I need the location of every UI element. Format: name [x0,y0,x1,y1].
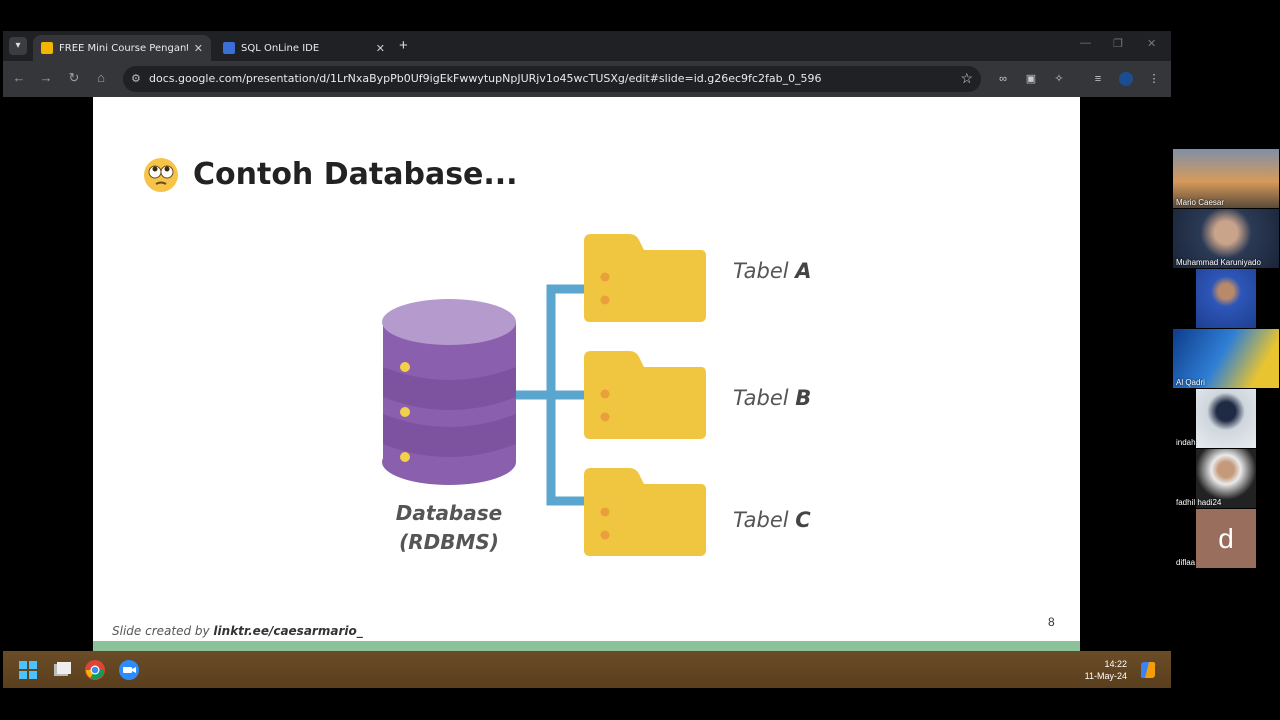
file-explorer-icon[interactable] [51,659,73,681]
table-label-a: Tabel A [733,259,812,283]
participant-tile[interactable]: Al Qadri [1173,329,1279,388]
profile-avatar[interactable] [1119,72,1133,86]
table-label-prefix: Tabel [733,508,796,532]
folder-icon-c [584,468,706,556]
participant-tile[interactable]: Muhammad Karuniyado [1173,209,1279,268]
tab-title: SQL OnLine IDE [241,42,320,54]
footer-prefix: Slide created by [112,624,214,638]
toolbar: ← → ↻ ⌂ ⚙ docs.google.com/presentation/d… [3,61,1171,97]
table-label-c: Tabel C [733,508,811,532]
slide-footer: Slide created by linktr.ee/caesarmario_ [112,624,363,638]
address-bar[interactable]: ⚙ docs.google.com/presentation/d/1LrNxaB… [123,66,981,92]
site-info-icon[interactable]: ⚙ [131,73,141,85]
close-tab-icon[interactable]: ✕ [193,41,203,55]
footer-link[interactable]: linktr.ee/caesarmario_ [213,624,363,638]
participant-video [1173,329,1279,388]
participant-avatar: d [1196,509,1256,568]
media-icon[interactable]: ≡ [1094,73,1102,85]
reload-icon[interactable]: ↻ [68,70,80,85]
participant-tile[interactable]: indah [1173,389,1279,448]
bookmark-star-icon[interactable]: ☆ [960,70,973,86]
participant-name: diflaa [1176,558,1196,567]
folder-icon-a [584,234,706,322]
participant-name: Mario Caesar [1176,198,1225,207]
presentation-slide: Contoh Database... [93,97,1080,651]
table-label-letter: C [795,508,811,532]
database-label-line2: (RDBMS) [399,530,499,554]
face-emoji-icon [144,158,178,192]
windows-taskbar: 14:22 11-May-24 [3,651,1171,688]
database-label-line1: Database [395,501,503,525]
table-label-letter: B [795,386,812,410]
folder-icon-b [584,351,706,439]
sql-icon [223,42,235,54]
puzzle-icon[interactable]: ✧ [1054,73,1064,85]
database-cylinder-icon [382,299,516,485]
participant-name: indah [1176,438,1196,447]
close-window-icon[interactable]: ✕ [1147,38,1157,50]
table-label-letter: A [795,259,812,283]
slide-page-number: 8 [1048,615,1055,629]
close-tab-icon[interactable]: ✕ [375,41,385,55]
forward-icon[interactable]: → [39,70,53,85]
windows-start-icon[interactable] [17,659,39,681]
tab-strip: ▾ FREE Mini Course Pengantar Da ✕ SQL On… [3,31,1171,61]
url-text[interactable]: docs.google.com/presentation/d/1LrNxaByp… [149,72,822,85]
tab-slides[interactable]: FREE Mini Course Pengantar Da ✕ [33,35,211,61]
copilot-icon[interactable] [1137,659,1159,681]
extension-icon[interactable]: ∞ [999,73,1007,85]
connector-lines [514,284,584,506]
participant-tile[interactable]: fadhil hadi24 [1173,449,1279,508]
tab-title: FREE Mini Course Pengantar Da [59,42,188,54]
participant-video [1173,209,1279,268]
slide-title: Contoh Database... [193,157,518,192]
minimize-icon[interactable]: — [1080,37,1091,49]
clock-time: 14:22 [1104,659,1127,669]
new-tab-button[interactable]: + [399,37,408,54]
menu-icon[interactable]: ⋮ [1148,73,1160,85]
tab-search-button[interactable]: ▾ [9,37,27,55]
cast-icon[interactable]: ▣ [1025,73,1037,85]
participant-tile[interactable]: d diflaa [1173,509,1279,568]
system-clock[interactable]: 14:22 11-May-24 [1075,658,1127,682]
restore-icon[interactable]: ❐ [1113,38,1123,50]
database-label: Database (RDBMS) [393,499,505,557]
table-label-b: Tabel B [733,386,811,410]
participant-video [1173,149,1279,208]
participant-tile[interactable] [1173,269,1279,328]
participant-video [1196,449,1256,508]
participant-video [1196,269,1256,328]
zoom-icon[interactable] [118,659,140,681]
database-diagram [382,234,706,556]
participant-name: Muhammad Karuniyado [1176,258,1261,267]
slide-bottom-bar [93,641,1080,651]
chrome-icon[interactable] [84,659,106,681]
home-icon[interactable]: ⌂ [97,70,105,85]
participant-name: fadhil hadi24 [1176,498,1222,507]
table-label-prefix: Tabel [733,386,796,410]
clock-date: 11-May-24 [1084,671,1127,681]
google-slides-icon [41,42,53,54]
browser-window: ▾ FREE Mini Course Pengantar Da ✕ SQL On… [3,31,1171,97]
back-icon[interactable]: ← [12,70,26,85]
tab-sql-ide[interactable]: SQL OnLine IDE ✕ [215,35,393,61]
participant-name: Al Qadri [1176,378,1205,387]
participant-video [1196,389,1256,448]
table-label-prefix: Tabel [733,259,796,283]
participant-tile[interactable]: Mario Caesar [1173,149,1279,208]
meeting-participants-panel: Mario Caesar Muhammad Karuniyado Al Qadr… [1173,149,1279,571]
